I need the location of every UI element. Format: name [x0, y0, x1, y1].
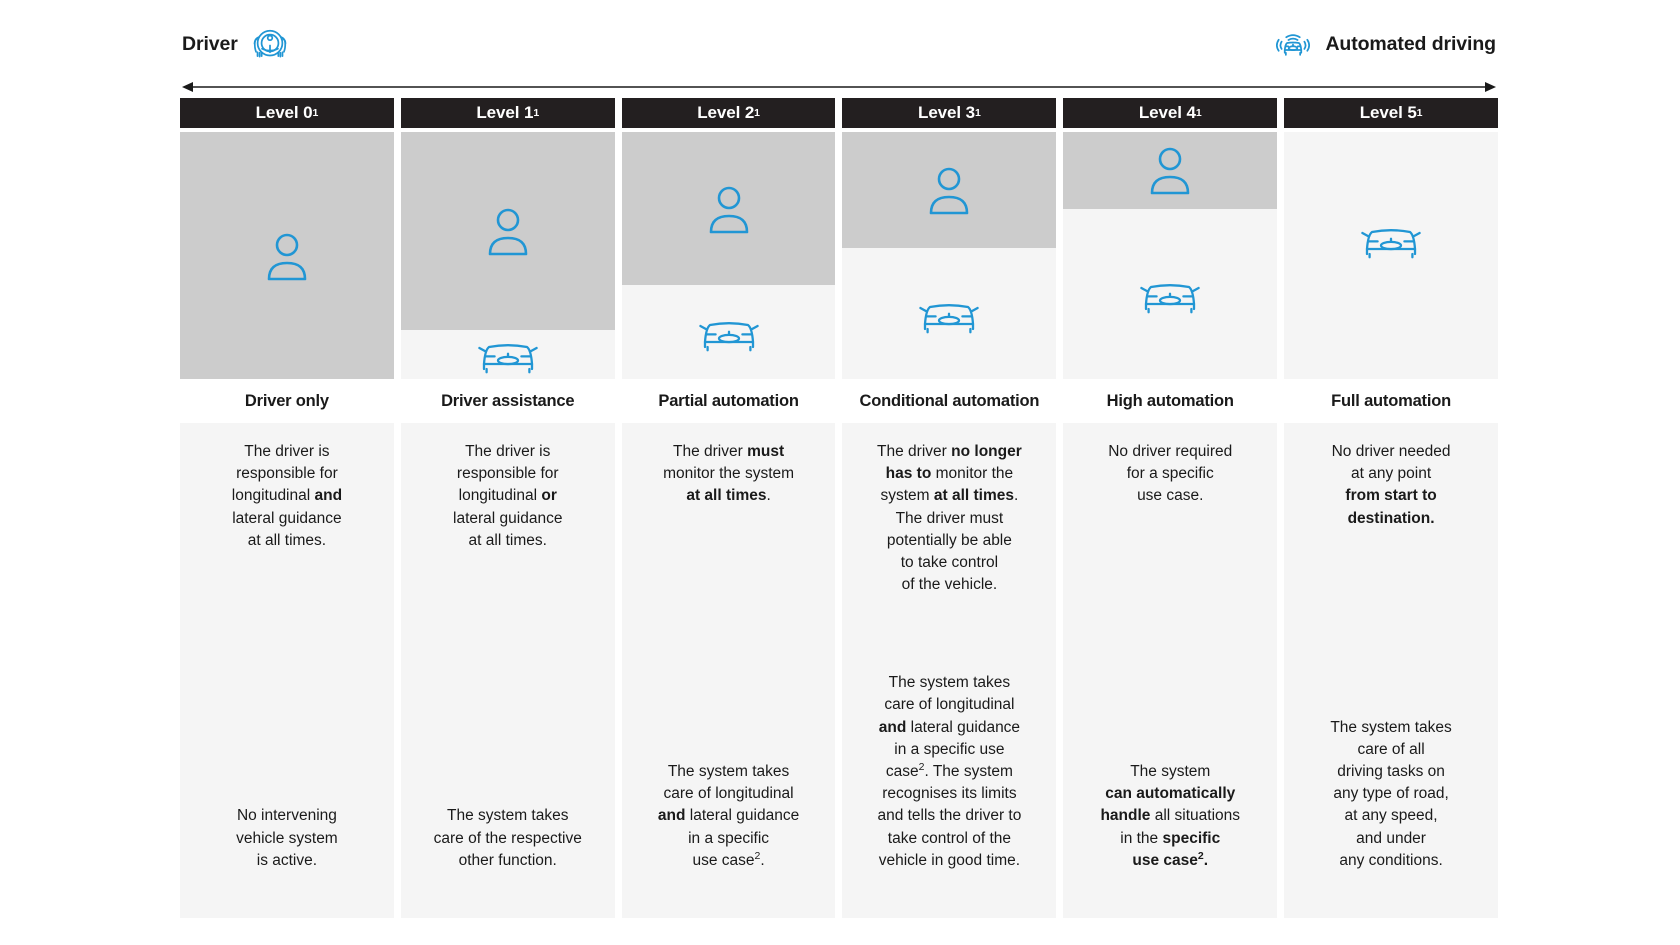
person-icon — [264, 230, 310, 282]
level-4-gray-block — [1063, 132, 1278, 209]
level-1-gray-block — [400, 132, 615, 330]
scale-header: Driver — [182, 22, 1496, 70]
level-0-header-label: Level 0 — [255, 103, 313, 122]
level-2-title: Partial automation — [658, 391, 799, 410]
person-icon — [926, 164, 972, 216]
level-0-gray-block — [180, 132, 394, 379]
car-sensor-waves-icon — [1271, 22, 1315, 66]
level-3-header-label: Level 3 — [918, 103, 975, 122]
level-4-title: High automation — [1106, 391, 1234, 410]
spacer — [188, 552, 386, 805]
level-3-light-block — [842, 248, 1057, 379]
level-2-gray-block — [621, 132, 836, 286]
car-icon — [916, 293, 982, 335]
car-icon — [475, 333, 541, 375]
person-icon — [1147, 144, 1193, 196]
level-2-visual — [621, 132, 836, 379]
level-5-visual — [1284, 132, 1498, 379]
level-3-title: Conditional automation — [859, 391, 1040, 410]
level-1-light-block — [400, 329, 615, 379]
scale-end-automated: Automated driving — [1271, 22, 1496, 66]
level-1-visual — [400, 132, 615, 379]
level-4-light-block — [1063, 208, 1278, 379]
steering-wheel-hands-icon — [248, 22, 292, 66]
level-2-header-label: Level 2 — [697, 103, 755, 122]
level-5-header-label: Level 5 — [1359, 103, 1417, 122]
spacer — [850, 596, 1048, 672]
spacer — [630, 508, 828, 761]
driver-label: Driver — [182, 32, 238, 55]
spacer — [409, 552, 607, 805]
level-2-light-block — [621, 285, 836, 379]
axis-arrow — [182, 82, 1496, 92]
level-4-visual — [1063, 132, 1278, 379]
level-3-visual — [842, 132, 1057, 379]
level-5-light-block — [1284, 132, 1498, 379]
person-icon — [485, 205, 531, 257]
car-icon — [1137, 273, 1203, 315]
level-1-header-label: Level 1 — [476, 103, 534, 122]
person-icon — [706, 183, 752, 235]
level-0-title: Driver only — [244, 391, 329, 410]
scale-end-driver: Driver — [182, 22, 292, 66]
level-0-visual — [180, 132, 394, 379]
car-icon — [696, 311, 762, 353]
level-3-gray-block — [842, 132, 1057, 249]
spacer — [1071, 508, 1269, 761]
automated-driving-label: Automated driving — [1325, 32, 1496, 55]
level-5-title: Full automation — [1331, 391, 1451, 410]
car-icon — [1358, 218, 1424, 260]
level-1-title: Driver assistance — [441, 391, 575, 410]
spacer — [1292, 530, 1490, 717]
level-4-header-label: Level 4 — [1138, 103, 1196, 122]
